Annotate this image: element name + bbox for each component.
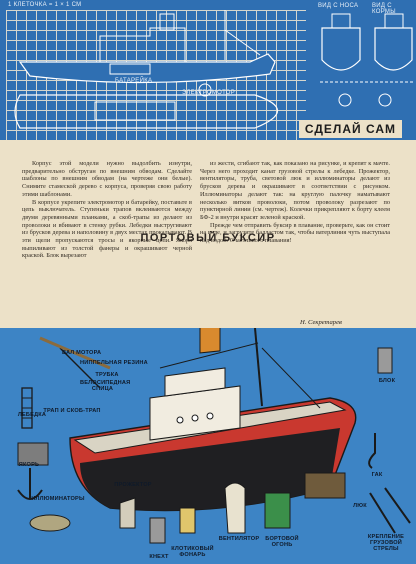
tug-bridge <box>164 367 226 397</box>
tugboat-illustration: ВАЛ МОТОРА НИППЕЛЬНАЯ РЕЗИНА ТРУБКА ВЕЛО… <box>0 328 416 564</box>
label-lantern: КЛОТИКОВЫЙ ФОНАРЬ <box>171 546 214 558</box>
label-ladder: ТРАП И СКОБ-ТРАП <box>43 408 101 414</box>
plan-view-hull <box>14 94 278 129</box>
label-ventilator: ВЕНТИЛЯТОР <box>218 536 260 542</box>
hatch-part <box>304 472 346 499</box>
label-cargo-boom: КРЕПЛЕНИЕ ГРУЗОВОЙ СТРЕЛЫ <box>367 534 405 552</box>
plan-view-deckhouse <box>94 101 176 121</box>
side-view-cabin <box>99 27 186 62</box>
blueprint-panel: 1 КЛЕТОЧКА = 1 × 1 СМ ВИД С НОСА ВИД С К… <box>0 0 416 140</box>
paragraph: Корпус этой модели нужно выдолбить изнут… <box>22 160 192 198</box>
label-hatch: ЛЮК <box>353 503 367 509</box>
tug-funnel <box>199 328 221 354</box>
winch-part <box>17 442 49 466</box>
side-view-boom <box>224 29 261 56</box>
label-searchlight: ПРОЖЕКТОР <box>114 482 152 488</box>
section-heading: СДЕЛАЙ САМ <box>298 120 402 138</box>
label-spoke: ВЕЛОСИПЕДНАЯ СПИЦА <box>80 380 131 392</box>
paragraph: В корпусе укрепите электромотор и батаре… <box>22 198 192 260</box>
label-tube: ТРУБКА <box>95 372 119 378</box>
side-light-part <box>264 492 291 529</box>
cargo-boom-part <box>369 487 411 534</box>
tube-part <box>39 336 111 370</box>
tug-hull-black <box>80 428 340 511</box>
hook-part <box>368 433 376 469</box>
label-winch: ЛЕБЕДКА <box>17 412 47 418</box>
plan-view-motor <box>198 83 212 97</box>
article-column-right: из жести, сгибают так, как показано на р… <box>200 160 390 245</box>
label-block: БЛОК <box>378 378 396 384</box>
spoke-part <box>59 347 101 389</box>
label-rubber: НИППЕЛЬНАЯ РЕЗИНА <box>80 360 148 366</box>
side-view-hull <box>18 53 276 84</box>
label-shaft: ВАЛ МОТОРА <box>62 350 102 356</box>
label-hook: ГАК <box>371 472 383 478</box>
author-signature: Н. Секретарев <box>300 319 342 326</box>
lantern-part <box>179 507 196 534</box>
paragraph: Прежде чем отправить буксир в плавание, … <box>200 221 390 245</box>
porthole-part <box>29 514 71 532</box>
paragraph: из жести, сгибают так, как показано на р… <box>200 160 390 221</box>
plan-view-battery <box>109 63 151 75</box>
label-bollard: КНЕХТ <box>149 554 169 560</box>
stern-view-label: ВИД С КОРМЫ <box>372 3 396 15</box>
bollard-part <box>149 517 166 544</box>
front-view-label: ВИД С НОСА <box>318 3 359 9</box>
block-part <box>377 347 393 374</box>
scale-note: 1 КЛЕТОЧКА = 1 × 1 СМ <box>8 2 82 8</box>
article-title: ПОРТОВЫЙ БУКСИР <box>140 232 276 244</box>
ventilator-part <box>224 482 246 534</box>
searchlight-part <box>119 497 136 529</box>
battery-label: БАТАРЕЙКА <box>115 78 153 84</box>
label-anchor: ЯКОРЬ <box>18 462 40 468</box>
tugboat-drawing <box>17 328 411 544</box>
motor-label: ЭЛЕКТРОМОТОР <box>182 90 236 96</box>
side-view-funnel <box>159 13 175 31</box>
label-portholes: ИЛЛЮМИНАТОРЫ <box>31 496 85 502</box>
anchor-part <box>17 468 43 500</box>
stern-view <box>374 27 413 71</box>
article-column-left: Корпус этой модели нужно выдолбить изнут… <box>22 160 192 260</box>
front-view <box>321 27 361 71</box>
label-side-light: БОРТОВОЙ ОГОНЬ <box>265 536 299 548</box>
blueprint-drawing <box>14 10 414 129</box>
tug-mast <box>254 328 263 407</box>
